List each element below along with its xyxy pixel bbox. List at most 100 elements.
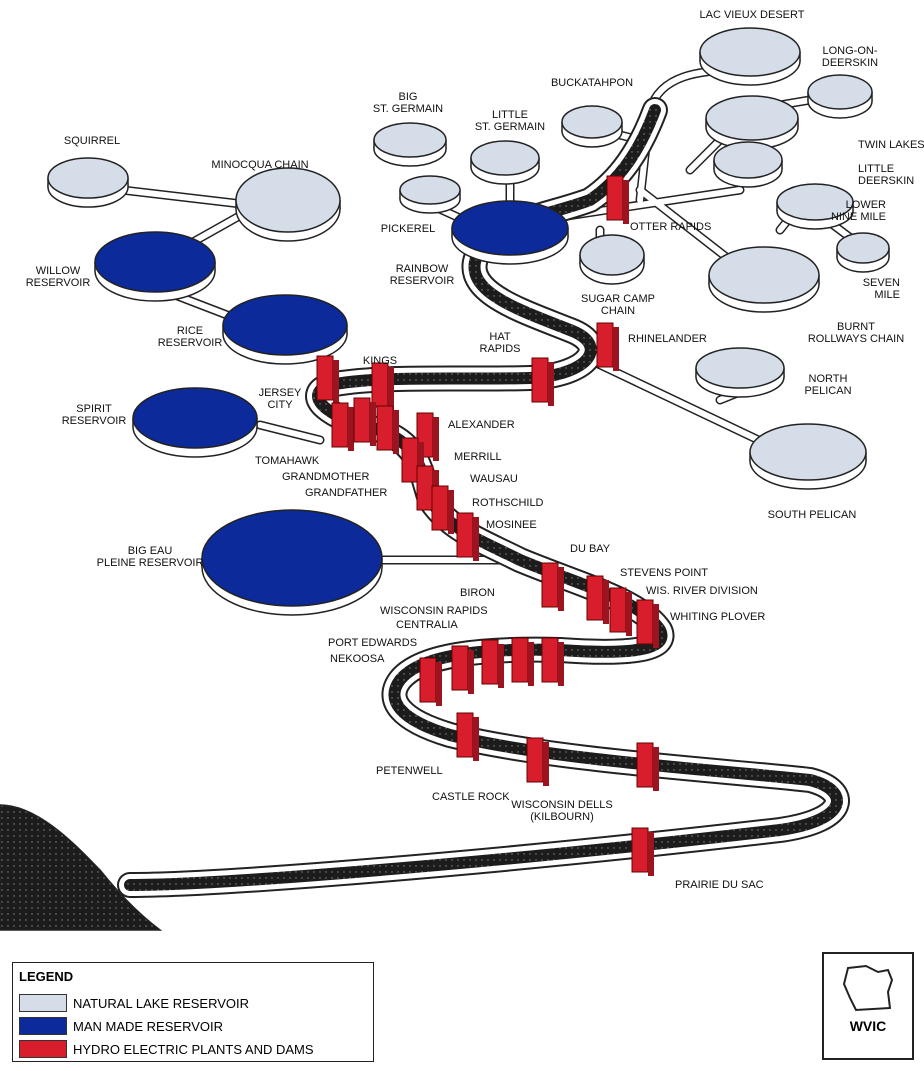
label-castle-rock: CASTLE ROCK xyxy=(432,791,510,803)
label-port-edwards: PORT EDWARDS xyxy=(328,637,417,649)
label-stevens-point: STEVENS POINT xyxy=(620,567,708,579)
reservoir-south-pelican xyxy=(750,424,866,489)
dam-port-edwards xyxy=(452,646,474,694)
label-wisconsin-dells: WISCONSIN DELLS(KILBOURN) xyxy=(511,799,612,823)
label-wausau: WAUSAU xyxy=(470,473,518,485)
label-south-pelican: SOUTH PELICAN xyxy=(768,509,857,521)
label-alexander: ALEXANDER xyxy=(448,419,515,431)
logo-text: WVIC xyxy=(824,1018,912,1034)
label-biron: BIRON xyxy=(460,587,495,599)
reservoir-twin-lakes xyxy=(706,96,798,149)
dam-stevens-point xyxy=(587,576,609,624)
outlet-river-bank xyxy=(0,805,160,930)
dam-biron xyxy=(542,638,564,686)
dam-grandmother xyxy=(354,398,376,446)
reservoir-little-deerskin xyxy=(714,142,782,187)
reservoir-willow-reservoir xyxy=(95,232,215,301)
reservoir-seven-mile xyxy=(837,233,889,272)
label-buckatahpon: BUCKATAHPON xyxy=(551,77,633,89)
dam-rothschild xyxy=(432,486,454,534)
legend-box: LEGEND NATURAL LAKE RESERVOIR MAN MADE R… xyxy=(12,962,374,1062)
legend-row-dams: HYDRO ELECTRIC PLANTS AND DAMS xyxy=(19,1039,314,1059)
reservoir-buckatahpon xyxy=(562,106,622,147)
dam-jersey-city xyxy=(317,356,339,404)
label-twin-lakes: TWIN LAKES xyxy=(858,139,924,151)
reservoir-squirrel xyxy=(48,158,128,207)
reservoir-little-st-germain xyxy=(471,141,539,184)
label-grandmother: GRANDMOTHER xyxy=(282,471,369,483)
dam-petenwell xyxy=(457,713,479,761)
reservoir-long-on-deerskin xyxy=(808,75,872,118)
man-made-swatch xyxy=(19,1017,67,1035)
legend-row-manmade: MAN MADE RESERVOIR xyxy=(19,1016,223,1036)
label-rothschild: ROTHSCHILD xyxy=(472,497,544,509)
dam-wis-river-division xyxy=(610,588,632,636)
dam-castle-rock xyxy=(527,738,549,786)
label-long-on-deerskin: LONG-ON-DEERSKIN xyxy=(822,45,878,69)
reservoir-burnt-rollways xyxy=(709,247,819,312)
reservoir-north-pelican xyxy=(696,348,784,397)
label-du-bay: DU BAY xyxy=(570,543,611,555)
label-minocqua-chain: MINOCQUA CHAIN xyxy=(211,159,308,171)
reservoir-pickerel xyxy=(400,176,460,213)
label-otter-rapids: OTTER RAPIDS xyxy=(630,221,711,233)
label-pickerel: PICKEREL xyxy=(381,223,435,235)
label-merrill: MERRILL xyxy=(454,451,502,463)
dam-tomahawk xyxy=(332,403,354,451)
legend-label-natural: NATURAL LAKE RESERVOIR xyxy=(73,996,249,1011)
reservoir-spirit-reservoir xyxy=(133,388,257,457)
reservoir-big-st-germain xyxy=(374,123,446,166)
dam-otter-rapids xyxy=(607,176,629,224)
reservoir-big-eau-pleine xyxy=(202,510,382,615)
reservoir-rainbow-reservoir xyxy=(452,201,568,264)
dam-wisconsin-rapids xyxy=(512,638,534,686)
dam-rhinelander xyxy=(597,323,619,371)
dam-mosinee xyxy=(457,513,479,561)
reservoir-sugar-camp-chain xyxy=(580,235,644,284)
label-lac-vieux-desert: LAC VIEUX DESERT xyxy=(700,9,805,21)
dam-hat-rapids xyxy=(532,358,554,406)
label-squirrel: SQUIRREL xyxy=(64,135,120,147)
dam-swatch xyxy=(19,1040,67,1058)
label-wisconsin-rapids: WISCONSIN RAPIDS xyxy=(380,605,488,617)
wisconsin-map-icon xyxy=(826,958,914,1018)
legend-row-natural: NATURAL LAKE RESERVOIR xyxy=(19,993,249,1013)
reservoir-minocqua-chain xyxy=(236,168,340,241)
label-tomahawk: TOMAHAWK xyxy=(255,455,320,467)
reservoir-lac-vieux-desert xyxy=(700,28,800,85)
label-kings: KINGS xyxy=(363,355,397,367)
label-petenwell: PETENWELL xyxy=(376,765,443,777)
label-mosinee: MOSINEE xyxy=(486,519,537,531)
reservoir-rice-reservoir xyxy=(223,295,347,364)
legend-label-dams: HYDRO ELECTRIC PLANTS AND DAMS xyxy=(73,1042,314,1057)
dam-grandfather xyxy=(377,406,399,454)
dam-prairie-du-sac xyxy=(632,828,654,876)
label-wis-river-division: WIS. RIVER DIVISION xyxy=(646,585,758,597)
dam-du-bay xyxy=(542,563,564,611)
dam-wisconsin-dells xyxy=(637,743,659,791)
dam-nekoosa xyxy=(420,658,442,706)
legend-title: LEGEND xyxy=(19,969,73,984)
label-rhinelander: RHINELANDER xyxy=(628,333,707,345)
label-whiting-plover: WHITING PLOVER xyxy=(670,611,765,623)
label-grandfather: GRANDFATHER xyxy=(305,487,387,499)
label-centralia: CENTRALIA xyxy=(396,619,458,631)
legend-label-manmade: MAN MADE RESERVOIR xyxy=(73,1019,223,1034)
dam-centralia xyxy=(482,640,504,688)
